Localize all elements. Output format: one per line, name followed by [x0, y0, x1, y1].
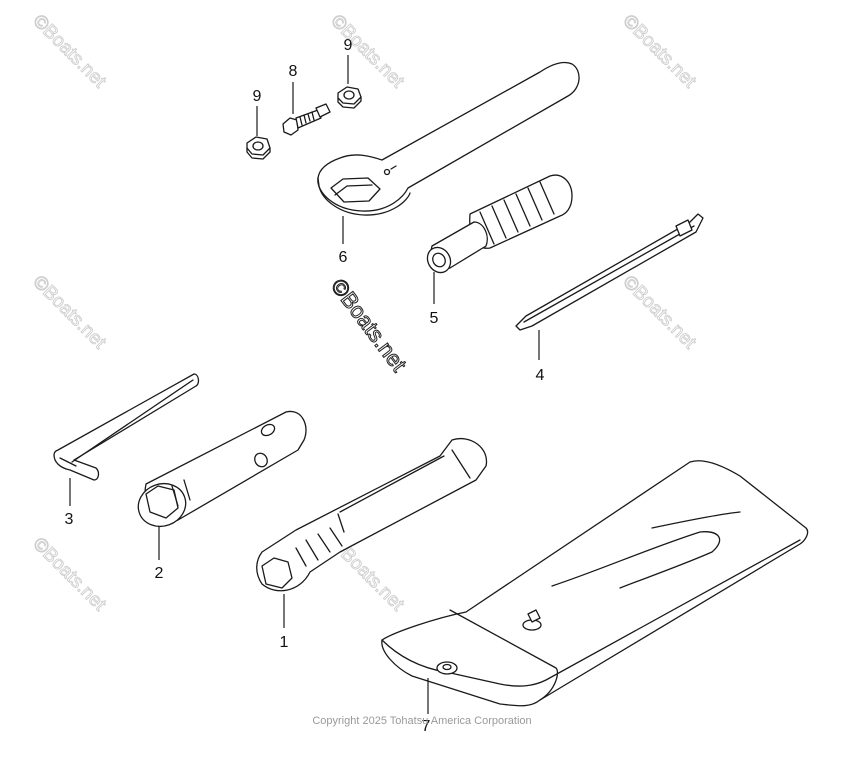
watermark: ©Boats.net — [28, 534, 110, 616]
part-2-tube-wrench — [137, 410, 307, 528]
watermark: ©Boats.net — [28, 11, 110, 93]
part-1-box-wrench — [256, 438, 488, 592]
callout-6: 6 — [339, 249, 348, 266]
callout-9-left: 9 — [253, 88, 262, 105]
callout-2: 2 — [155, 565, 164, 582]
part-3-hex-key — [53, 373, 200, 481]
callout-labels: 1 2 3 4 5 6 7 8 9 9 — [65, 37, 545, 735]
part-9-nut-left — [246, 136, 271, 160]
callout-8: 8 — [289, 63, 298, 80]
part-5-screwdriver-handle — [426, 174, 573, 274]
part-6-ring-wrench — [317, 61, 580, 216]
callout-7: 7 — [422, 718, 431, 735]
callout-1: 1 — [280, 634, 289, 651]
callout-5: 5 — [430, 310, 439, 327]
callout-3: 3 — [65, 511, 74, 528]
leader-lines — [69, 55, 540, 714]
callout-4: 4 — [536, 367, 545, 384]
part-8-screw — [282, 103, 331, 136]
part-4-screwdriver-blade — [515, 213, 704, 331]
callout-9-right: 9 — [344, 37, 353, 54]
center-watermark: ©Boats.net — [326, 274, 412, 376]
watermark: ©Boats.net — [618, 272, 700, 354]
part-9-nut-right — [337, 86, 362, 109]
watermark: ©Boats.net — [618, 11, 700, 93]
copyright-text: Copyright 2025 Tohatsu America Corporati… — [312, 715, 531, 727]
watermark: ©Boats.net — [28, 272, 110, 354]
watermark: ©Boats.net — [326, 11, 408, 93]
part-7-tool-bag — [381, 460, 809, 707]
